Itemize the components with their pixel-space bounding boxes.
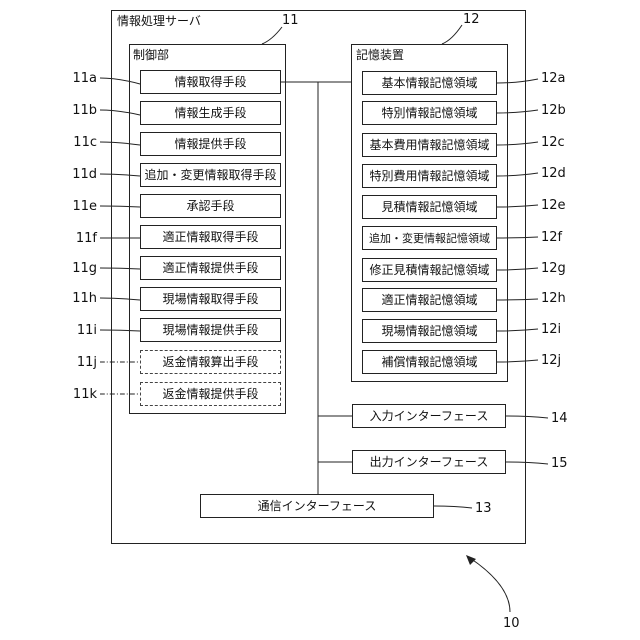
control-item-11c: 情報提供手段	[140, 132, 281, 156]
ref-12e: 12e	[541, 199, 566, 212]
control-item-11d: 追加・変更情報取得手段	[140, 163, 281, 187]
input-interface: 入力インターフェース	[352, 404, 506, 428]
control-ref: 11	[282, 14, 299, 27]
ref-11i: 11i	[57, 324, 97, 337]
storage-item-12b: 特別情報記憶領域	[362, 101, 497, 125]
output-interface: 出力インターフェース	[352, 450, 506, 474]
control-item-11k: 返金情報提供手段	[140, 382, 281, 406]
ref-14: 14	[551, 412, 568, 425]
ref-11f: 11f	[57, 232, 97, 245]
control-item-11e: 承認手段	[140, 194, 281, 218]
storage-item-12a: 基本情報記憶領域	[362, 71, 497, 95]
server-ref: 10	[503, 617, 520, 630]
ref-11e: 11e	[57, 200, 97, 213]
ref-12f: 12f	[541, 231, 562, 244]
ref-11b: 11b	[57, 104, 97, 117]
ref-13: 13	[475, 502, 492, 515]
ref-12j: 12j	[541, 354, 561, 367]
control-item-11a: 情報取得手段	[140, 70, 281, 94]
ref-15: 15	[551, 457, 568, 470]
control-item-11g: 適正情報提供手段	[140, 256, 281, 280]
ref-11a: 11a	[57, 72, 97, 85]
control-item-11b: 情報生成手段	[140, 101, 281, 125]
storage-item-12d: 特別費用情報記憶領域	[362, 164, 497, 188]
ref-12h: 12h	[541, 292, 566, 305]
server-label: 情報処理サーバ	[117, 15, 201, 27]
ref-11d: 11d	[57, 168, 97, 181]
storage-item-12e: 見積情報記憶領域	[362, 195, 497, 219]
communication-interface: 通信インターフェース	[200, 494, 434, 518]
control-label: 制御部	[133, 49, 169, 61]
storage-ref: 12	[463, 13, 480, 26]
storage-item-12i: 現場情報記憶領域	[362, 319, 497, 343]
ref-12c: 12c	[541, 136, 565, 149]
storage-item-12c: 基本費用情報記憶領域	[362, 133, 497, 157]
ref-11k: 11k	[57, 388, 97, 401]
storage-label: 記憶装置	[356, 49, 404, 61]
control-item-11i: 現場情報提供手段	[140, 318, 281, 342]
ref-11h: 11h	[57, 292, 97, 305]
ref-12g: 12g	[541, 262, 566, 275]
control-item-11f: 適正情報取得手段	[140, 225, 281, 249]
ref-12b: 12b	[541, 104, 566, 117]
storage-item-12h: 適正情報記憶領域	[362, 288, 497, 312]
control-item-11h: 現場情報取得手段	[140, 287, 281, 311]
storage-item-12f: 追加・変更情報記憶領域	[362, 226, 497, 250]
ref-11g: 11g	[57, 262, 97, 275]
ref-11c: 11c	[57, 136, 97, 149]
ref-11j: 11j	[57, 356, 97, 369]
storage-item-12g: 修正見積情報記憶領域	[362, 258, 497, 282]
ref-12i: 12i	[541, 323, 561, 336]
storage-item-12j: 補償情報記憶領域	[362, 350, 497, 374]
ref-12a: 12a	[541, 72, 566, 85]
ref-12d: 12d	[541, 167, 566, 180]
control-item-11j: 返金情報算出手段	[140, 350, 281, 374]
